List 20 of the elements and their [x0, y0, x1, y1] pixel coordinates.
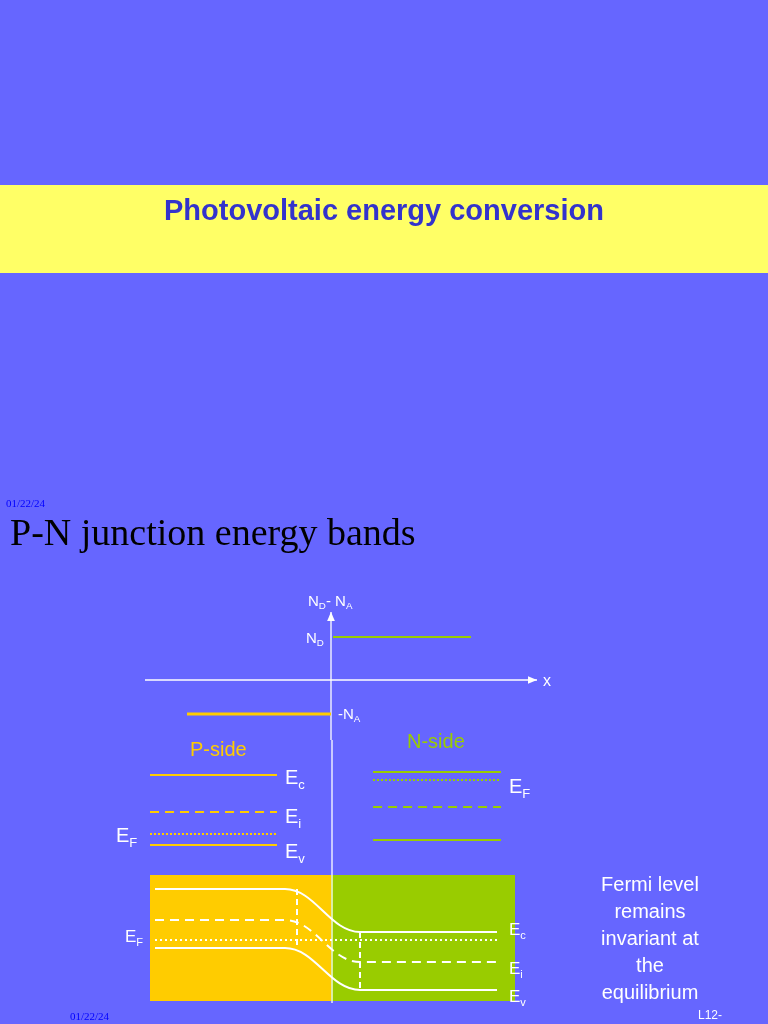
date-text: 01/22/24 — [6, 498, 46, 509]
energy-level-label: E$_{c}$ — [285, 767, 305, 787]
energy-level-label: E$_{i}$ — [285, 806, 302, 826]
axis-tick-label: -N$_{A}$ — [338, 706, 361, 721]
energy-level-label: E$_{F}$ — [509, 776, 531, 796]
slide-heading: P-N junction energy bands — [10, 513, 416, 551]
region-label: N-side — [407, 731, 465, 751]
axis-tick-label: N$_{D}$ — [306, 630, 324, 645]
energy-level-label: E$_{F}$ — [125, 928, 144, 945]
region-label: P-side — [190, 739, 247, 759]
energy-level-label: E$_{v}$ — [285, 841, 305, 861]
slide-title: Photovoltaic energy conversion — [163, 196, 605, 225]
energy-level-label: E$_{v}$ — [509, 988, 526, 1005]
energy-level-label: E$_{i}$ — [509, 960, 523, 977]
slide-number: L12- — [698, 1009, 723, 1021]
date-text: 01/22/24 — [70, 1011, 110, 1022]
axis-label: x — [543, 673, 551, 689]
axis-label: N$_{D}$- N$_{A}$ — [308, 593, 353, 608]
energy-level-label: E$_{F}$ — [116, 825, 138, 845]
note-text: Fermi level remains invariant at the equilibrium — [600, 872, 700, 1005]
